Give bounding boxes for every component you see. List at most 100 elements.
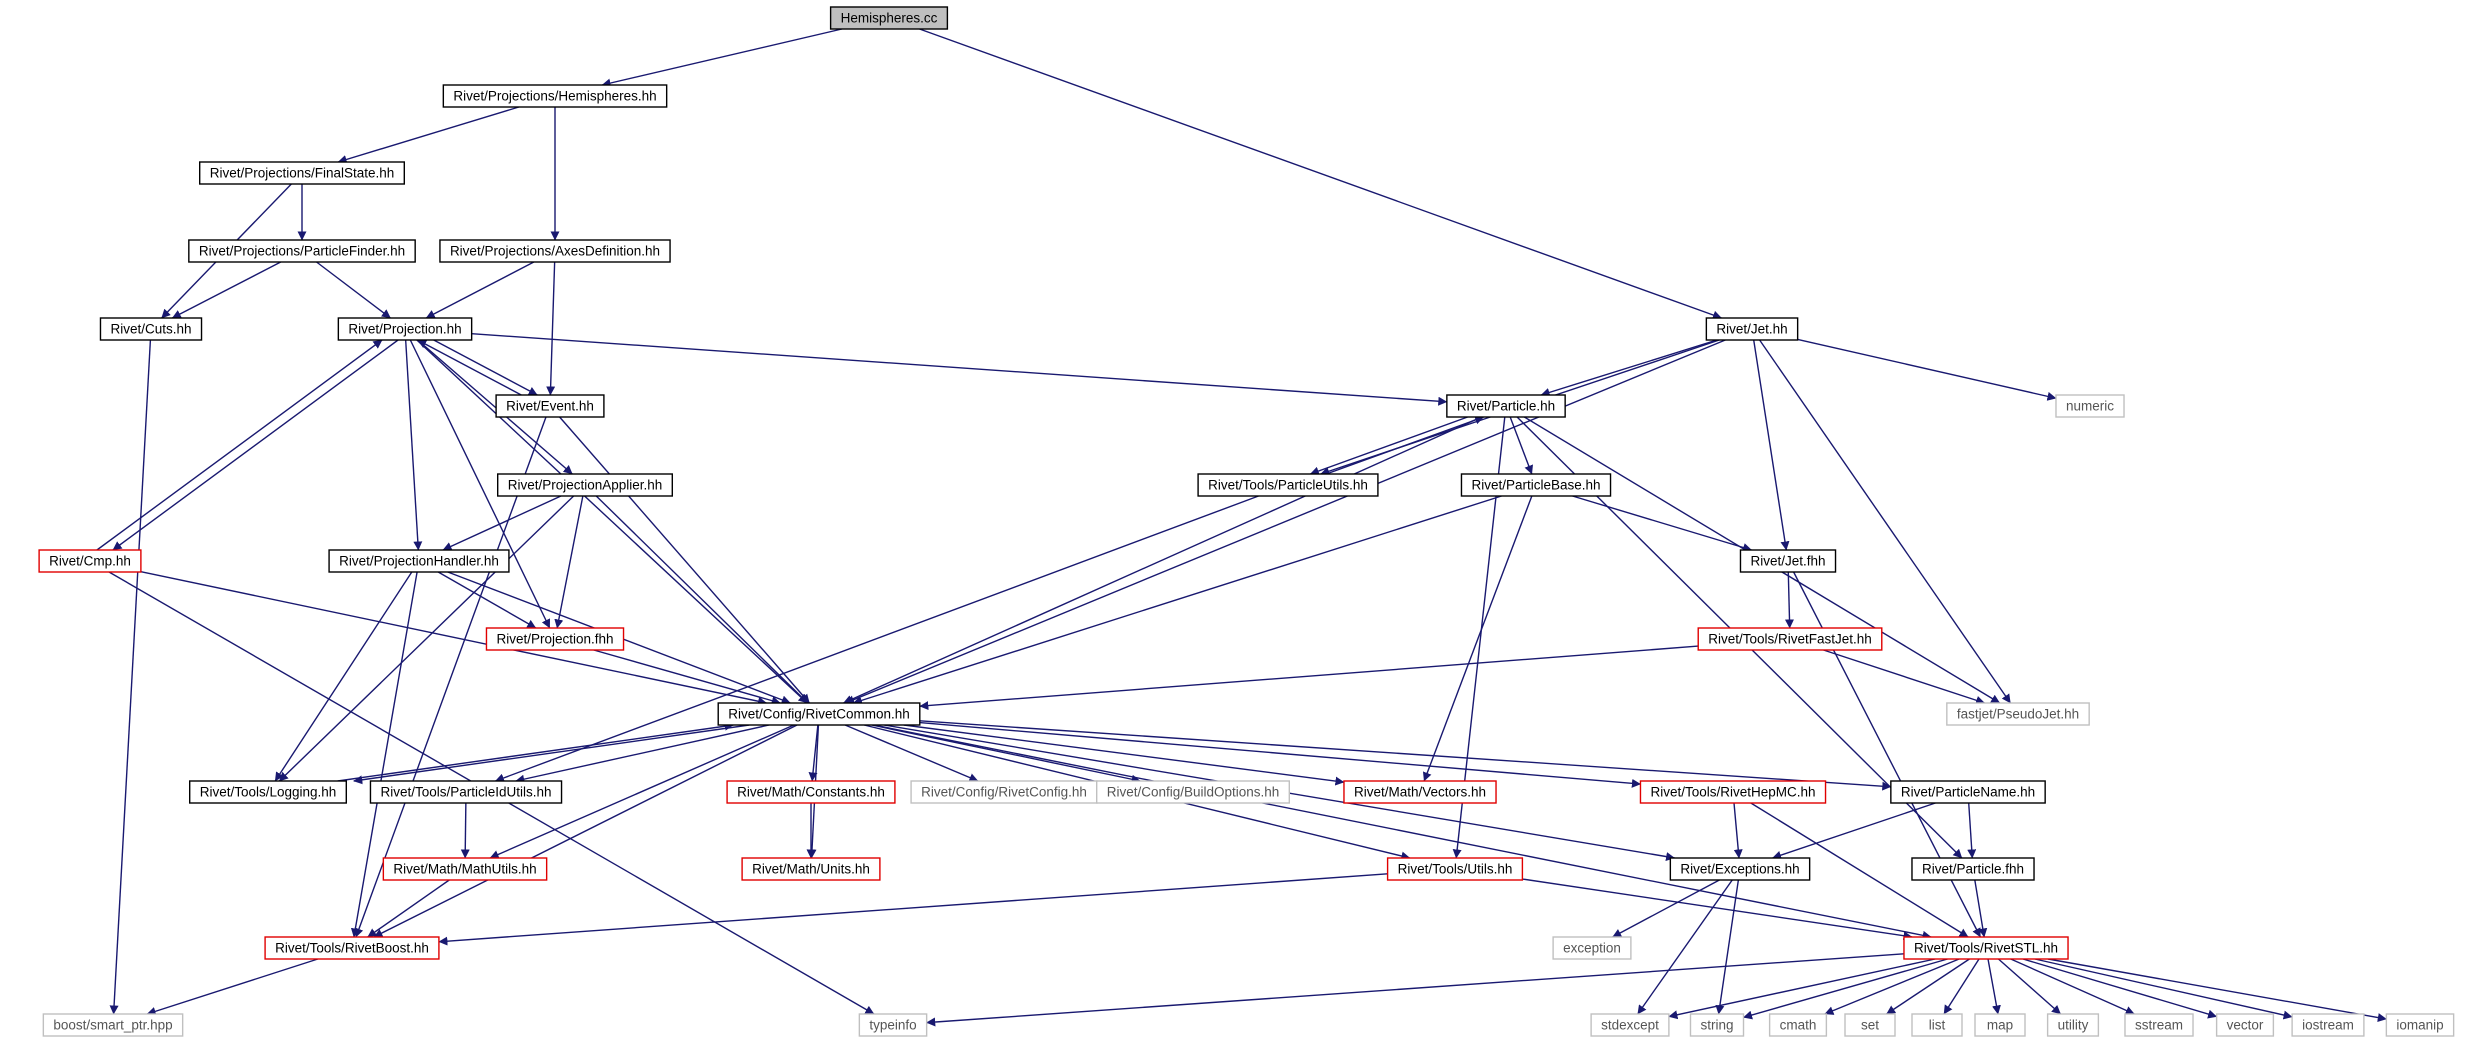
- edge-hemispheres_cc-to-proj_hemispheres: [601, 28, 843, 88]
- edge-rivetcommon-to-rivetboost: [373, 724, 798, 938]
- edge-projapplier-to-projhandler: [442, 495, 562, 551]
- node-box: [1590, 1013, 1670, 1037]
- node-particlebase[interactable]: Rivet/ParticleBase.hh: [1460, 473, 1612, 497]
- node-units[interactable]: Rivet/Math/Units.hh: [741, 857, 881, 881]
- node-iostream: iostream: [2291, 1013, 2365, 1037]
- node-utils[interactable]: Rivet/Tools/Utils.hh: [1386, 857, 1524, 881]
- node-proj_finalstate[interactable]: Rivet/Projections/FinalState.hh: [199, 161, 405, 185]
- node-label: boost/smart_ptr.hpp: [53, 1018, 172, 1033]
- node-label: map: [1987, 1018, 2013, 1033]
- node-cuts[interactable]: Rivet/Cuts.hh: [99, 317, 203, 341]
- node-box: [717, 702, 921, 726]
- edge-projapplier-to-rivetcommon: [595, 495, 809, 704]
- edge-particlename-to-particle_fhh: [1967, 802, 1977, 859]
- node-box: [369, 780, 563, 804]
- edge-event-to-rivetcommon: [559, 416, 810, 704]
- node-box: [2046, 1013, 2100, 1037]
- node-exception: exception: [1552, 936, 1632, 960]
- edge-exceptions-to-string: [1715, 879, 1740, 1015]
- node-box: [1890, 780, 2046, 804]
- node-particle_fhh[interactable]: Rivet/Particle.fhh: [1911, 857, 2035, 881]
- edge-rivetcommon-to-mathutils: [489, 724, 795, 859]
- node-rivetboost[interactable]: Rivet/Tools/RivetBoost.hh: [264, 936, 440, 960]
- node-constants[interactable]: Rivet/Math/Constants.hh: [726, 780, 896, 804]
- node-cmp[interactable]: Rivet/Cmp.hh: [38, 549, 142, 573]
- edge-mathutils-to-rivetboost: [367, 879, 450, 938]
- node-projapplier[interactable]: Rivet/ProjectionApplier.hh: [497, 473, 673, 497]
- node-box: [38, 549, 142, 573]
- node-box: [2385, 1013, 2455, 1037]
- edge-hemispheres_cc-to-jet: [919, 28, 1722, 320]
- node-particleutils[interactable]: Rivet/Tools/ParticleUtils.hh: [1197, 473, 1379, 497]
- node-sstream: sstream: [2124, 1013, 2194, 1037]
- edge-proj_hemispheres-to-proj_finalstate: [337, 106, 520, 164]
- node-box: [99, 317, 203, 341]
- edge-exceptions-to-stdexcept: [1637, 879, 1733, 1015]
- node-label: Rivet/Config/RivetCommon.hh: [728, 707, 910, 722]
- node-particleidutils[interactable]: Rivet/Tools/ParticleIdUtils.hh: [369, 780, 563, 804]
- edge-particle-to-particleutils: [1309, 416, 1468, 476]
- node-box: [1697, 627, 1883, 651]
- node-box: [1689, 1013, 1745, 1037]
- node-rivetfastjet[interactable]: Rivet/Tools/RivetFastJet.hh: [1697, 627, 1883, 651]
- edge-cuts-to-smart_ptr: [109, 339, 152, 1015]
- edge-rivetfastjet-to-rivetcommon: [919, 645, 1699, 711]
- edge-rivetcommon-to-rivetstl: [873, 724, 1932, 940]
- node-proj_axesdef[interactable]: Rivet/Projections/AxesDefinition.hh: [439, 239, 671, 263]
- node-jet[interactable]: Rivet/Jet.hh: [1705, 317, 1799, 341]
- node-box: [188, 239, 416, 263]
- node-exceptions[interactable]: Rivet/Exceptions.hh: [1669, 857, 1811, 881]
- node-box: [1552, 936, 1632, 960]
- node-label: vector: [2227, 1018, 2264, 1033]
- node-rivetstl[interactable]: Rivet/Tools/RivetSTL.hh: [1903, 936, 2069, 960]
- node-label: Rivet/Projection.fhh: [496, 632, 613, 647]
- edges-layer: [96, 28, 2387, 1027]
- node-hemispheres_cc[interactable]: Hemispheres.cc: [829, 6, 949, 30]
- node-label: Rivet/Cuts.hh: [110, 322, 191, 337]
- node-label: Rivet/ProjectionApplier.hh: [508, 478, 663, 493]
- node-label: Rivet/Projections/ParticleFinder.hh: [199, 244, 405, 259]
- node-projection_fhh[interactable]: Rivet/Projection.fhh: [485, 627, 625, 651]
- node-box: [1844, 1013, 1896, 1037]
- node-logging[interactable]: Rivet/Tools/Logging.hh: [189, 780, 347, 804]
- edge-rivetcommon-to-logging: [353, 724, 750, 785]
- edge-particle_fhh-to-rivetstl: [1974, 879, 1988, 938]
- node-rivetcommon[interactable]: Rivet/Config/RivetCommon.hh: [717, 702, 921, 726]
- node-particlename[interactable]: Rivet/ParticleName.hh: [1890, 780, 2046, 804]
- node-jet_fhh[interactable]: Rivet/Jet.fhh: [1739, 549, 1837, 573]
- edge-proj_particlefinder-to-cuts: [171, 261, 282, 319]
- edge-proj_axesdef-to-projection: [425, 261, 535, 319]
- edge-utils-to-rivetboost: [438, 873, 1388, 946]
- node-box: [1460, 473, 1612, 497]
- node-label: Rivet/ParticleBase.hh: [1471, 478, 1600, 493]
- edge-projection-to-projapplier: [417, 339, 573, 475]
- node-rivethepmc[interactable]: Rivet/Tools/RivetHepMC.hh: [1639, 780, 1827, 804]
- node-projhandler[interactable]: Rivet/ProjectionHandler.hh: [328, 549, 510, 573]
- node-vectors[interactable]: Rivet/Math/Vectors.hh: [1343, 780, 1497, 804]
- edge-jet-to-numeric: [1797, 338, 2057, 401]
- node-particle[interactable]: Rivet/Particle.hh: [1446, 394, 1566, 418]
- edge-rivetcommon-to-rivethepmc: [919, 721, 1641, 788]
- edge-rivetstl-to-cmath: [1824, 958, 1960, 1015]
- node-list: list: [1911, 1013, 1963, 1037]
- edge-particlebase-to-jet_fhh: [1572, 495, 1752, 552]
- node-event[interactable]: Rivet/Event.hh: [495, 394, 605, 418]
- node-label: Rivet/Math/Vectors.hh: [1354, 785, 1486, 800]
- node-proj_particlefinder[interactable]: Rivet/Projections/ParticleFinder.hh: [188, 239, 416, 263]
- node-proj_hemispheres[interactable]: Rivet/Projections/Hemispheres.hh: [442, 84, 668, 108]
- edge-proj_axesdef-to-event: [546, 261, 556, 396]
- node-box: [1343, 780, 1497, 804]
- node-label: Rivet/Config/RivetConfig.hh: [921, 785, 1087, 800]
- node-label: Rivet/Tools/Logging.hh: [200, 785, 337, 800]
- node-projection[interactable]: Rivet/Projection.hh: [337, 317, 473, 341]
- edge-particle-to-rivetcommon: [843, 416, 1482, 704]
- node-label: fastjet/PseudoJet.hh: [1957, 707, 2079, 722]
- node-label: Rivet/Tools/Utils.hh: [1398, 862, 1513, 877]
- node-mathutils[interactable]: Rivet/Math/MathUtils.hh: [382, 857, 548, 881]
- node-box: [439, 239, 671, 263]
- node-label: Rivet/Tools/ParticleIdUtils.hh: [380, 785, 551, 800]
- node-box: [2124, 1013, 2194, 1037]
- edge-rivetboost-to-smart_ptr: [146, 958, 319, 1016]
- node-label: Rivet/Tools/ParticleUtils.hh: [1208, 478, 1368, 493]
- node-smart_ptr: boost/smart_ptr.hpp: [42, 1013, 184, 1037]
